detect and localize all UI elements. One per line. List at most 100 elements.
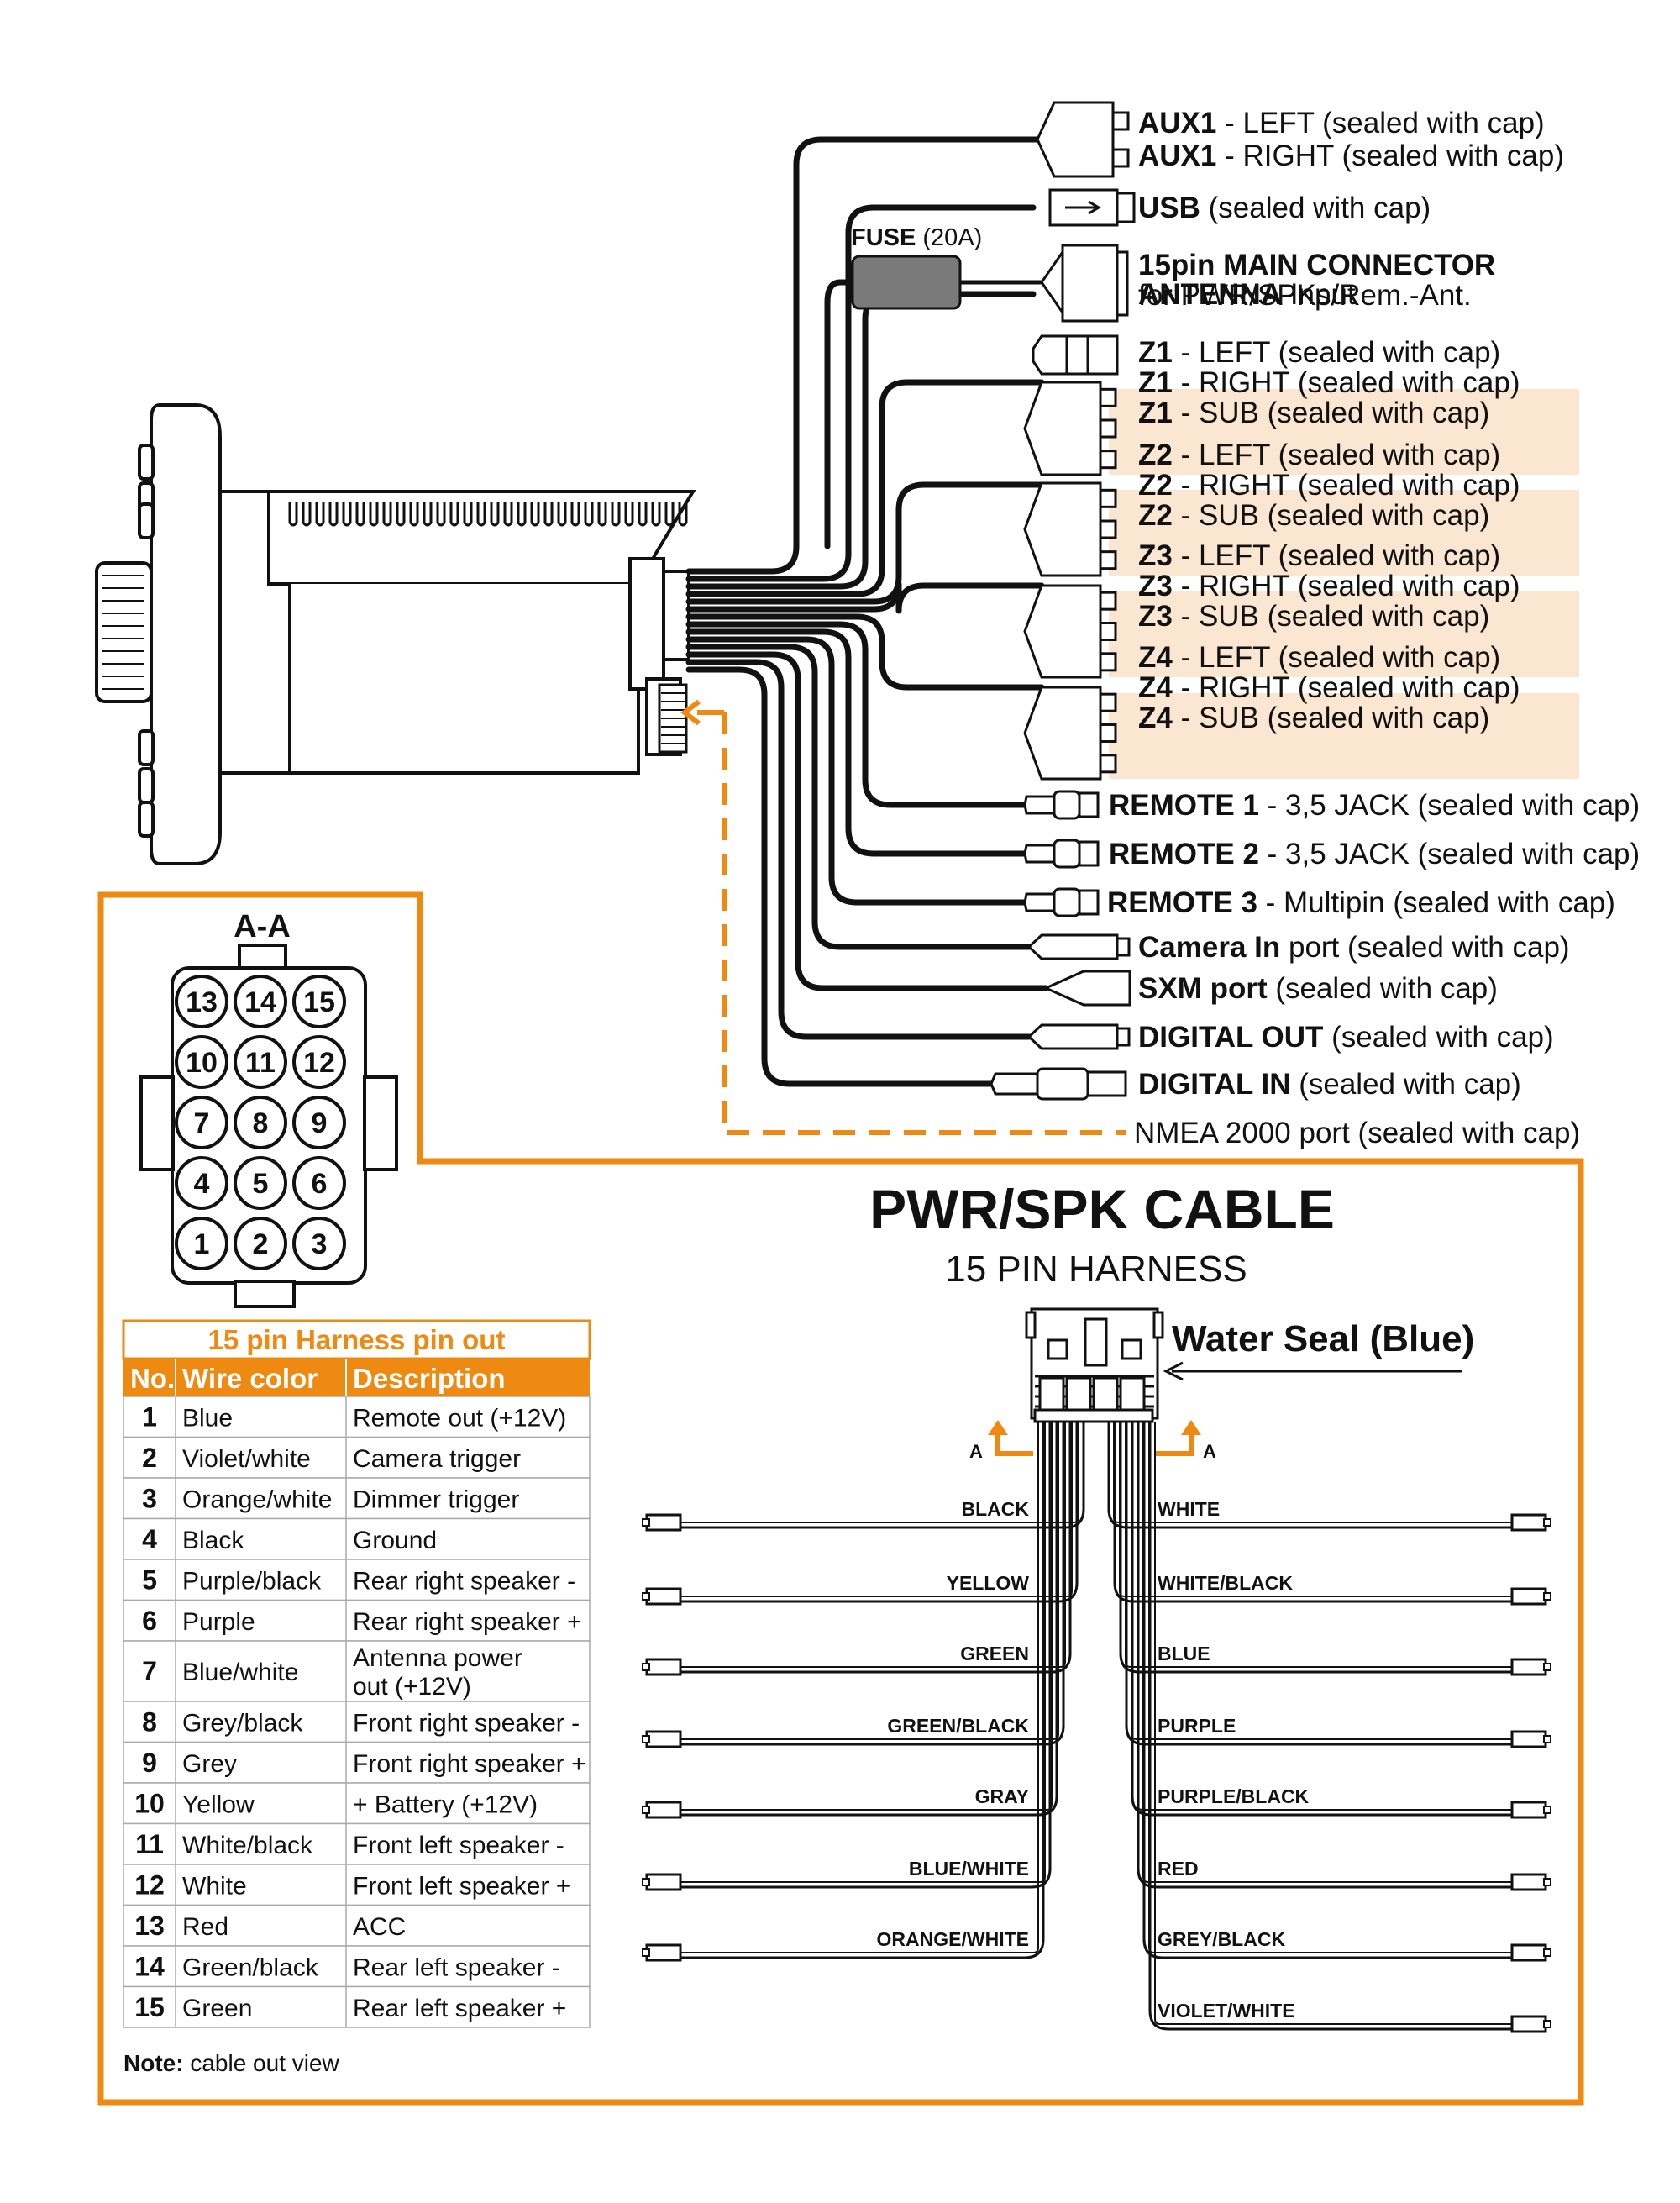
table-cell-description: out (+12V) — [353, 1673, 471, 1701]
wire-terminal-icon — [1510, 1587, 1547, 1606]
wire-label-left: ORANGE/WHITE — [877, 1928, 1029, 1950]
table-cell-wire-color: Violet/white — [182, 1445, 311, 1473]
connector-label-name: DIGITAL OUT — [1138, 1021, 1323, 1054]
connector-label: Z4 - LEFT (sealed with cap) — [1138, 641, 1500, 674]
wire-label-right: BLUE — [1158, 1643, 1210, 1664]
table-cell-number: 3 — [142, 1483, 157, 1513]
connector-label-name: Z3 — [1138, 539, 1173, 572]
connector-icons — [990, 101, 1136, 1101]
pin-number: 4 — [194, 1168, 210, 1200]
connector-label-detail: port (sealed with cap) — [1280, 931, 1569, 964]
table-note: Note: cable out view — [123, 2050, 340, 2076]
wire-label-right: RED — [1158, 1858, 1199, 1880]
pin-number: 3 — [312, 1228, 328, 1260]
connector-label-name: REMOTE 1 — [1109, 789, 1259, 822]
section-marker-right: A — [1156, 1420, 1216, 1462]
signal-wire — [685, 204, 1037, 582]
connector-label-name: Z3 — [1138, 570, 1173, 602]
fuse-rating: (20A) — [916, 224, 982, 251]
connector-label-name: Z1 — [1138, 336, 1173, 369]
harness-wire-left: BLUE/WHITE — [642, 1422, 1052, 1891]
table-cell-wire-color: White — [182, 1872, 247, 1900]
connector-label-detail: - LEFT (sealed with cap) — [1173, 641, 1500, 674]
wire-terminal-icon — [645, 1513, 682, 1532]
pin-10: 10 — [175, 1035, 228, 1089]
optical-connector-icon — [990, 1067, 1127, 1101]
nmea-arrow-icon — [680, 699, 724, 726]
table-cell-wire-color: Grey — [182, 1750, 237, 1778]
connector-label: REMOTE 1 - 3,5 JACK (sealed with cap) — [1109, 789, 1640, 822]
connector-label: USB (sealed with cap) — [1138, 192, 1431, 224]
connector-label: Z4 - SUB (sealed with cap) — [1138, 702, 1489, 734]
pin-number: 11 — [245, 1047, 276, 1079]
table-cell-number: 8 — [142, 1706, 157, 1737]
zone-highlight-bands — [1109, 389, 1579, 779]
pin-11: 11 — [234, 1035, 287, 1089]
connector-label-nmea-2000: NMEA 2000 port (sealed with cap) — [1134, 1117, 1580, 1149]
pin-number: 14 — [244, 986, 276, 1018]
table-cell-description: Front left speaker + — [353, 1872, 570, 1900]
wire-label-left: BLACK — [962, 1498, 1030, 1520]
table-cell-number: 9 — [142, 1748, 157, 1778]
wire-label-right: GREY/BLACK — [1158, 1928, 1285, 1950]
section-marker-label-right: A — [1203, 1441, 1216, 1462]
pin-5: 5 — [234, 1156, 287, 1210]
pin-number: 2 — [253, 1228, 269, 1260]
fuse-wire — [824, 279, 856, 549]
connector-label: Z1 - LEFT (sealed with cap) — [1138, 336, 1500, 369]
head-unit-device — [95, 403, 696, 865]
connector-label-name: SXM port — [1138, 972, 1268, 1005]
table-cell-number: 7 — [142, 1656, 157, 1686]
table-cell-number: 4 — [142, 1524, 157, 1554]
pin-15: 15 — [292, 975, 346, 1028]
connector-label: Z2 - RIGHT (sealed with cap) — [1138, 469, 1520, 502]
connector-label-detail: - RIGHT (sealed with cap) — [1216, 139, 1564, 172]
wire-label-right: PURPLE/BLACK — [1158, 1785, 1310, 1807]
table-header-cell: No. — [130, 1363, 175, 1394]
signal-wire — [685, 481, 1045, 605]
signal-wire — [685, 644, 1032, 950]
rca-connector-icon — [1023, 481, 1117, 577]
connector-label-name: Z2 — [1138, 499, 1173, 532]
signal-wire — [685, 621, 1028, 808]
zone-1-band — [1109, 389, 1579, 475]
connector-label-detail: - SUB (sealed with cap) — [1173, 600, 1489, 633]
wire-label-left: BLUE/WHITE — [909, 1858, 1029, 1880]
jack-connector-icon — [1023, 887, 1100, 917]
table-cell-description: Dimmer trigger — [353, 1485, 519, 1513]
pin-number: 13 — [186, 986, 218, 1018]
table-header-cell: Description — [353, 1363, 506, 1394]
connector-label-name: DIGITAL IN — [1138, 1068, 1290, 1101]
usb-connector-icon — [1048, 188, 1136, 227]
connector-label: Camera In port (sealed with cap) — [1138, 931, 1570, 964]
fuse-20a: FUSE (20A) — [851, 224, 1042, 310]
wire-terminal-icon — [645, 1730, 682, 1748]
pin-13: 13 — [175, 975, 228, 1028]
connector-sublabel: for PWR/SPKs/Rem.-Ant. — [1138, 279, 1472, 312]
connector-label-detail: - LEFT (sealed with cap) — [1173, 539, 1500, 572]
table-cell-wire-color: Purple/black — [182, 1567, 322, 1595]
connector-label: SXM port (sealed with cap) — [1138, 972, 1498, 1005]
connector-label-detail: - RIGHT (sealed with cap) — [1173, 671, 1520, 704]
table-cell-wire-color: Yellow — [182, 1790, 255, 1818]
connector-label-name: ANTENNA — [1138, 278, 1282, 311]
connector-label-detail: - RIGHT (sealed with cap) — [1173, 570, 1520, 602]
table-cell-description: Remote out (+12V) — [353, 1404, 566, 1432]
wire-label-left: YELLOW — [947, 1572, 1030, 1594]
pin-number: 6 — [312, 1168, 328, 1200]
connector-label: DIGITAL IN (sealed with cap) — [1138, 1068, 1521, 1101]
wire-label-right: VIOLET/WHITE — [1158, 2000, 1295, 2022]
table-cell-description: Rear right speaker - — [353, 1567, 575, 1595]
table-cell-number: 13 — [134, 1911, 165, 1941]
table-cell-description: Front right speaker - — [353, 1709, 580, 1737]
connector-label-detail: (sealed with cap) — [1290, 1068, 1520, 1101]
jack-connector-icon — [1023, 839, 1100, 869]
connector-label-name: Z3 — [1138, 600, 1173, 633]
